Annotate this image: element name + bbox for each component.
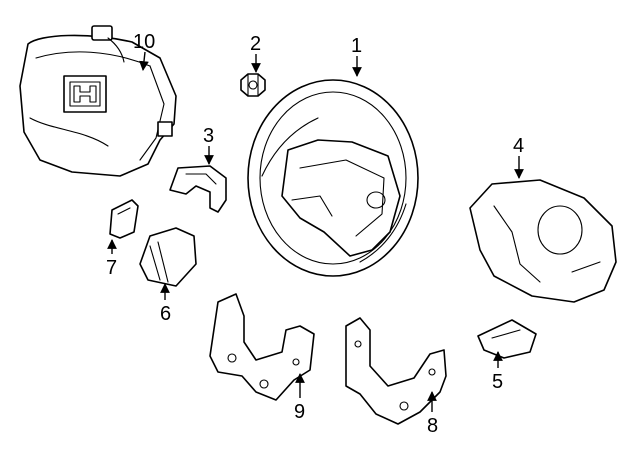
part-cover bbox=[469, 179, 617, 303]
callout-6: 6 bbox=[160, 303, 171, 325]
part-nut bbox=[240, 73, 266, 97]
part-switch bbox=[109, 199, 139, 239]
part-clip bbox=[477, 319, 537, 359]
leader-10 bbox=[139, 51, 149, 71]
part-bracket-left bbox=[209, 293, 315, 401]
callout-8: 8 bbox=[427, 415, 438, 437]
part-bracket-right bbox=[345, 317, 447, 425]
part-switch-bezel bbox=[169, 165, 227, 213]
callout-5: 5 bbox=[492, 371, 503, 393]
callout-3: 3 bbox=[203, 125, 214, 147]
callout-9: 9 bbox=[294, 401, 305, 423]
callout-10: 10 bbox=[133, 31, 155, 53]
part-airbag-module bbox=[19, 25, 177, 177]
callout-7: 7 bbox=[106, 257, 117, 279]
callout-1: 1 bbox=[351, 35, 362, 57]
part-switch-assembly bbox=[139, 227, 197, 287]
callout-2: 2 bbox=[250, 33, 261, 55]
part-steering-wheel bbox=[247, 79, 419, 277]
callout-4: 4 bbox=[513, 135, 524, 157]
